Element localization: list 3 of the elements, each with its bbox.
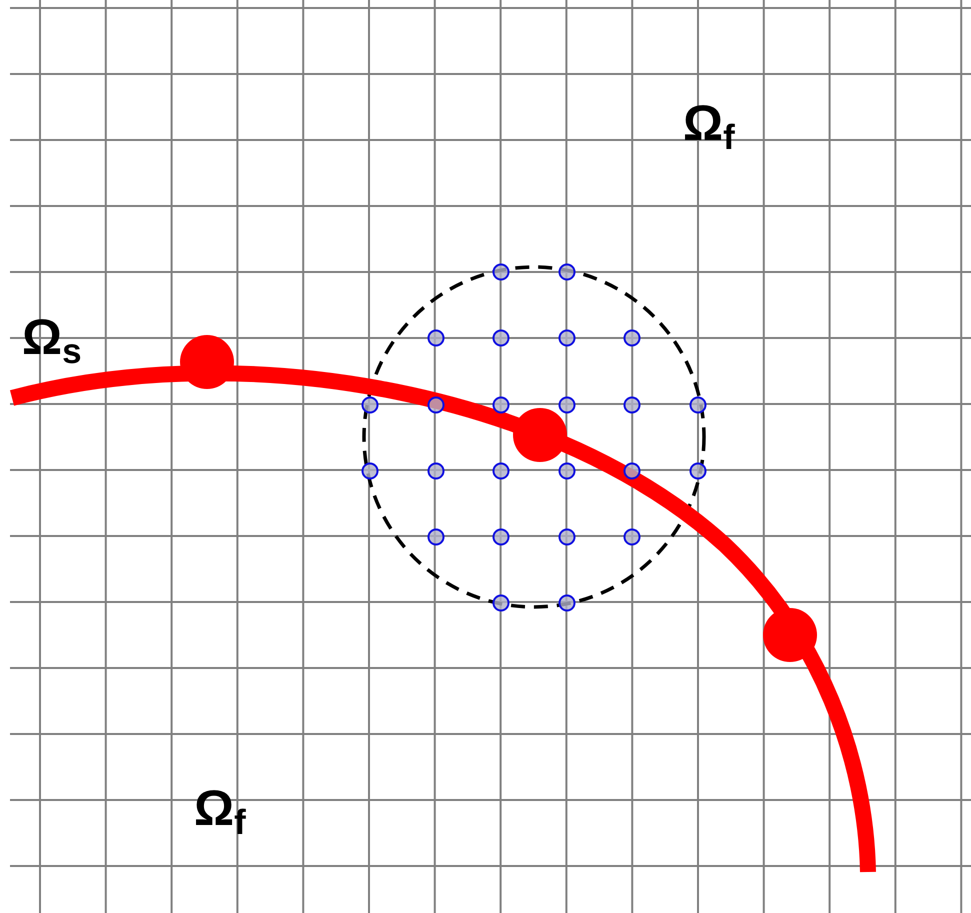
domain-symbol: Ω$_{f}$ [194, 783, 246, 840]
domain-symbol: Ω$_{f}$ [683, 98, 735, 155]
domain-symbol: Ω$_{s}$ [22, 312, 82, 369]
